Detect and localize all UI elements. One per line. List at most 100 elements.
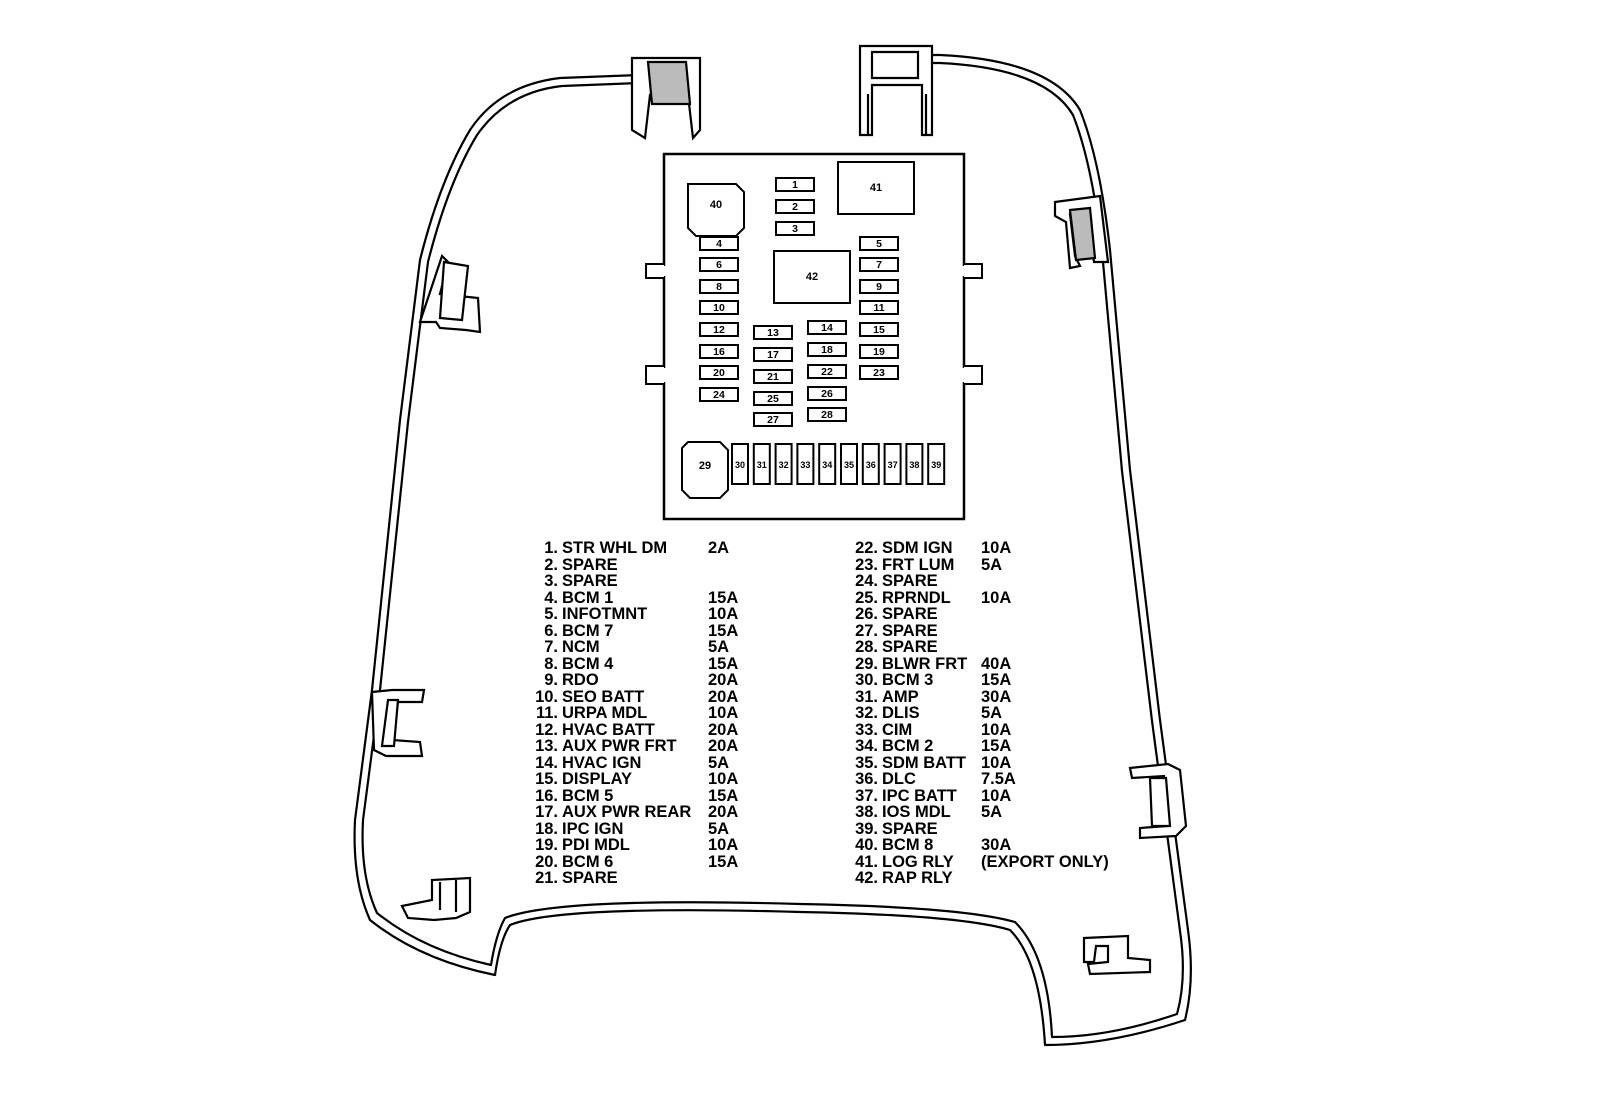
fuse-37: 37 [883, 443, 902, 485]
fuse-24-label: 24 [713, 389, 725, 401]
fuse-33: 33 [796, 443, 815, 485]
legend-num: 28. [855, 638, 878, 656]
fuse-1: 1 [775, 177, 815, 192]
fuse-6-label: 6 [716, 259, 722, 271]
fuse-28: 28 [807, 407, 847, 422]
legend-amp: 5A [981, 704, 1003, 722]
legend-name: BCM 8 [882, 836, 934, 854]
legend-num: 29. [855, 654, 878, 673]
fuse-27-label: 27 [767, 414, 779, 426]
clip-top-left [630, 56, 702, 141]
fuse-2-label: 2 [792, 201, 798, 213]
fuse-27: 27 [753, 412, 793, 427]
fuse-8: 8 [699, 279, 739, 294]
legend-num: 14. [535, 753, 558, 772]
fuse-18: 18 [807, 342, 847, 357]
legend-amp: 15A [708, 588, 739, 607]
legend-num: 21. [535, 869, 558, 887]
legend-num: 26. [855, 605, 878, 623]
legend-name: DLC [882, 770, 916, 788]
fuse-4: 4 [699, 236, 739, 251]
fuse-38: 38 [905, 443, 924, 485]
fuse-10: 10 [699, 300, 739, 315]
fuse-36-label: 36 [866, 460, 876, 470]
legend-num: 3. [544, 572, 558, 590]
legend-name: RDO [562, 671, 599, 689]
fuse-17: 17 [753, 347, 793, 362]
relay-29-label: 29 [699, 460, 711, 472]
fuse-3-label: 3 [792, 223, 798, 235]
legend-num: 13. [535, 737, 558, 755]
legend-num: 2. [544, 555, 558, 574]
legend-amp: 15A [981, 737, 1012, 755]
legend-amp: 20A [708, 720, 739, 739]
legend-amp: (EXPORT ONLY) [981, 852, 1109, 871]
relay-40-label: 40 [710, 199, 722, 211]
legend-num: 7. [544, 638, 558, 656]
fuse-22: 22 [807, 364, 847, 379]
legend-amp: 20A [708, 687, 739, 706]
legend-name: BCM 2 [882, 737, 934, 755]
fuse-28-label: 28 [821, 409, 833, 421]
legend-amp: 7.5A [981, 770, 1016, 788]
legend-name: BCM 4 [562, 654, 614, 673]
legend-num: 25. [855, 588, 878, 607]
legend-num: 20. [535, 852, 558, 871]
legend-name: STR WHL DM [562, 539, 668, 557]
legend-num: 22. [855, 539, 878, 557]
fuse-6: 6 [699, 257, 739, 272]
fuse-31-label: 31 [757, 460, 767, 470]
legend-num: 32. [855, 704, 878, 722]
fuse-21-label: 21 [767, 371, 779, 383]
legend-num: 42. [855, 869, 878, 887]
legend-row: 28.SPARE [848, 639, 1138, 656]
fuse-26: 26 [807, 386, 847, 401]
legend-amp: 10A [708, 770, 739, 788]
legend-num: 15. [535, 770, 558, 788]
fuse-9: 9 [859, 279, 899, 294]
fuse-1-label: 1 [792, 179, 798, 191]
fuse-5: 5 [859, 236, 899, 251]
legend-name: SPARE [882, 621, 938, 640]
fuse-11-label: 11 [873, 302, 884, 314]
fuse-10-label: 10 [713, 302, 725, 314]
legend-num: 41. [855, 852, 878, 871]
legend-amp: 30A [981, 836, 1012, 854]
fuse-5-label: 5 [876, 238, 882, 250]
legend-amp: 40A [981, 654, 1012, 673]
legend-row: 26.SPARE [848, 606, 1138, 623]
clip-top-right [858, 44, 934, 137]
legend-num: 11. [535, 704, 558, 722]
legend-name: NCM [562, 638, 600, 656]
legend-name: SPARE [882, 819, 938, 838]
fuse-4-label: 4 [716, 238, 722, 250]
legend-num: 4. [544, 588, 558, 607]
relay-41: 41 [837, 161, 915, 215]
legend-amp: 15A [708, 786, 739, 805]
fuse-35-label: 35 [844, 460, 854, 470]
legend-num: 30. [855, 671, 878, 689]
legend-num: 5. [544, 605, 558, 623]
relay-40: 40 [687, 183, 745, 237]
fuse-14-label: 14 [821, 322, 833, 334]
legend-name: AMP [882, 687, 919, 706]
fuse-8-label: 8 [716, 281, 722, 293]
